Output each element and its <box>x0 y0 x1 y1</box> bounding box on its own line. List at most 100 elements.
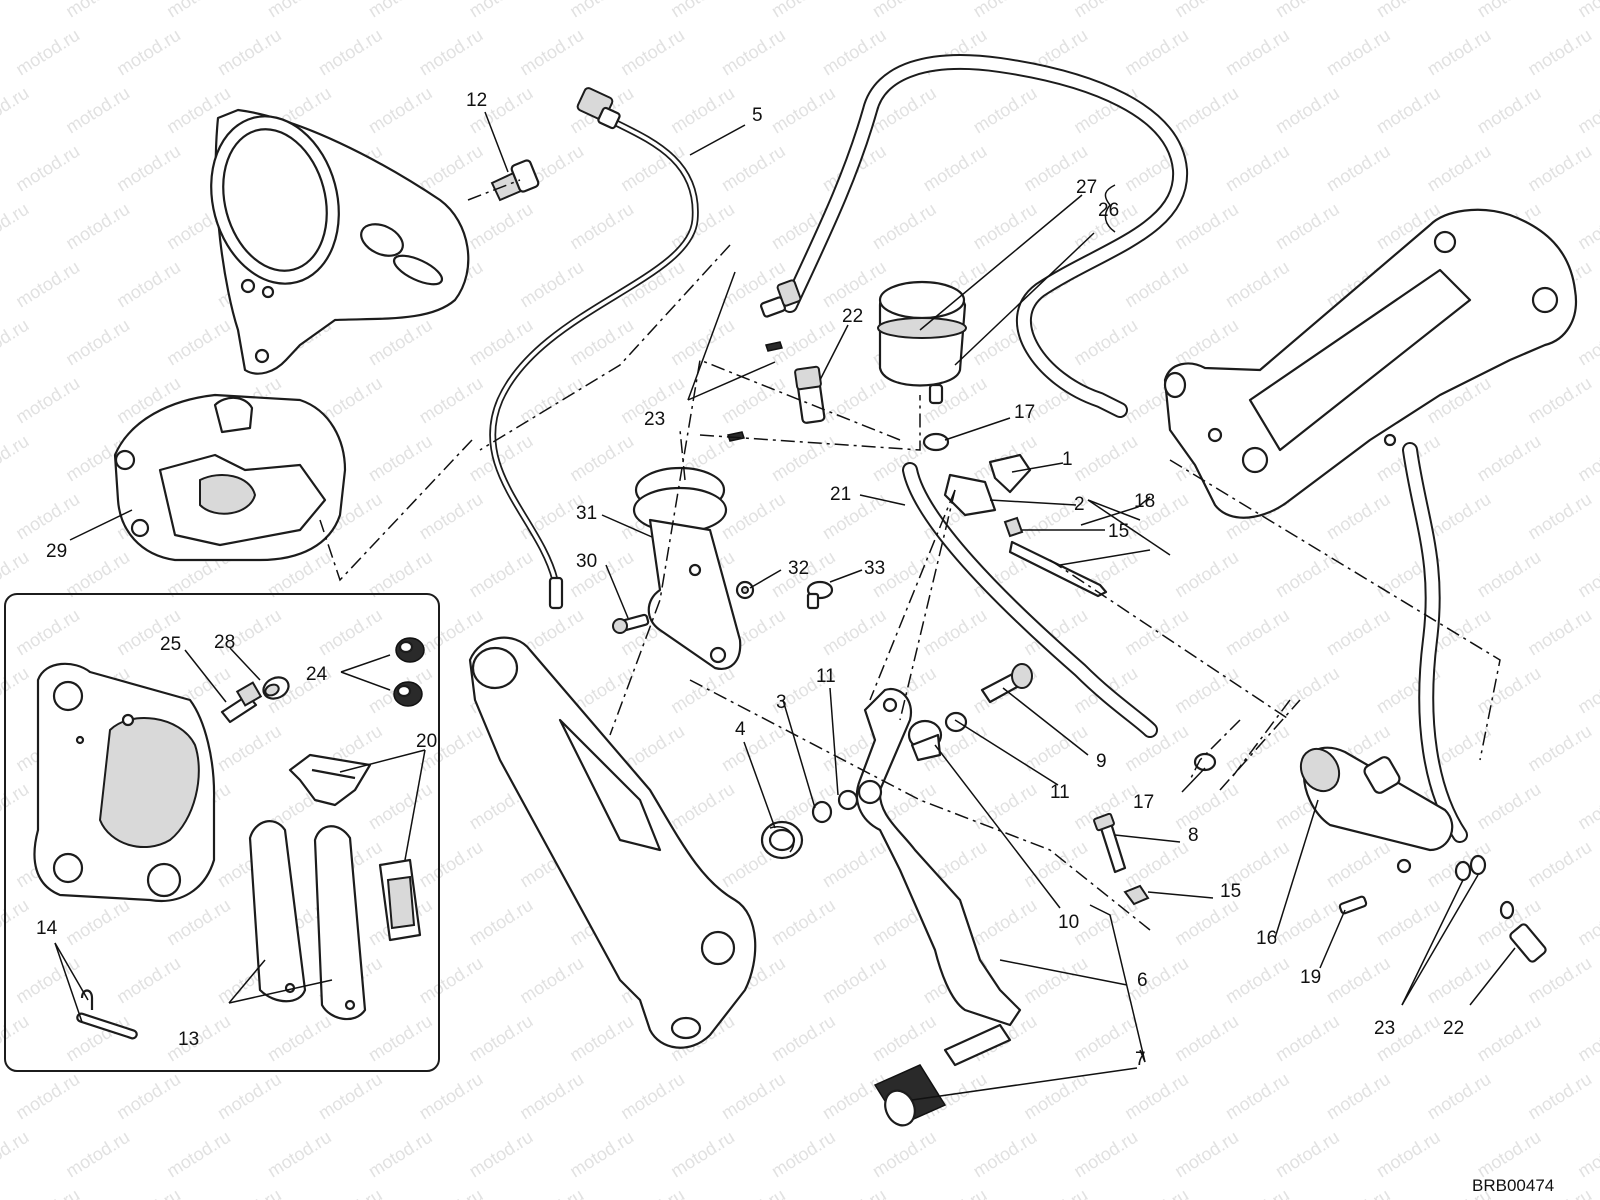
watermark-text: motod.ru <box>12 257 83 312</box>
watermark-text: motod.ru <box>1020 1069 1091 1124</box>
callout-11-mid: 11 <box>1050 782 1070 803</box>
callout-15-bottom: 15 <box>1220 881 1241 902</box>
watermark-text: motod.ru <box>12 489 83 544</box>
callout-23-bottom: 23 <box>1374 1018 1395 1039</box>
watermark-text: motod.ru <box>113 953 184 1008</box>
watermark-text: motod.ru <box>163 1127 234 1182</box>
callout-11-top: 11 <box>816 666 836 687</box>
washer-32 <box>735 580 755 600</box>
callout-4: 4 <box>735 719 746 740</box>
watermark-text: motod.ru <box>12 1185 83 1200</box>
watermark-text: motod.ru <box>1222 1185 1293 1200</box>
watermark-text: motod.ru <box>667 199 738 254</box>
callout-12: 12 <box>466 90 487 111</box>
watermark-text: motod.ru <box>1474 1127 1545 1182</box>
watermark-text: motod.ru <box>667 1127 738 1182</box>
callout-32: 32 <box>788 558 809 579</box>
watermark-text: motod.ru <box>12 141 83 196</box>
reservoir-bracket-31 <box>632 466 742 670</box>
watermark-text: motod.ru <box>1121 1069 1192 1124</box>
watermark-text: motod.ru <box>416 373 487 428</box>
watermark-text: motod.ru <box>1524 25 1595 80</box>
watermark-text: motod.ru <box>0 199 32 254</box>
watermark-text: motod.ru <box>315 1185 386 1200</box>
watermark-text: motod.ru <box>617 25 688 80</box>
watermark-text: motod.ru <box>718 489 789 544</box>
watermark-text: motod.ru <box>1424 1069 1495 1124</box>
watermark-text: motod.ru <box>1323 489 1394 544</box>
nut-15-top <box>1003 516 1024 538</box>
watermark-text: motod.ru <box>365 315 436 370</box>
fitting-22-bottom <box>1509 923 1547 963</box>
watermark-text: motod.ru <box>1121 953 1192 1008</box>
watermark-text: motod.ru <box>214 1069 285 1124</box>
watermark-text: motod.ru <box>667 0 738 21</box>
watermark-text: motod.ru <box>315 1069 386 1124</box>
watermark-text: motod.ru <box>1574 1011 1600 1066</box>
pin-9 <box>980 663 1033 704</box>
watermark-text: motod.ru <box>416 837 487 892</box>
watermark-text: motod.ru <box>416 953 487 1008</box>
watermark-text: motod.ru <box>1574 1127 1600 1182</box>
watermark-text: motod.ru <box>1272 547 1343 602</box>
watermark-text: motod.ru <box>315 605 386 660</box>
watermark-text: motod.ru <box>1574 547 1600 602</box>
watermark-text: motod.ru <box>1323 25 1394 80</box>
watermark-text: motod.ru <box>214 25 285 80</box>
callout-8: 8 <box>1188 825 1199 846</box>
spring-clip-20 <box>288 753 422 942</box>
watermark-text: motod.ru <box>1272 83 1343 138</box>
watermark-text: motod.ru <box>1272 199 1343 254</box>
rear-bracket-right <box>1163 208 1578 519</box>
watermark-text: motod.ru <box>365 83 436 138</box>
callout-10: 10 <box>1058 912 1079 933</box>
watermark-text: motod.ru <box>1070 1127 1141 1182</box>
watermark-text: motod.ru <box>819 953 890 1008</box>
callout-9: 9 <box>1096 751 1107 772</box>
watermark-text: motod.ru <box>768 1011 839 1066</box>
watermark-text: motod.ru <box>1171 199 1242 254</box>
watermark-text: motod.ru <box>466 547 537 602</box>
screw-30 <box>612 613 650 634</box>
watermark-text: motod.ru <box>466 199 537 254</box>
callout-20: 20 <box>416 731 437 752</box>
watermark-text: motod.ru <box>1574 663 1600 718</box>
callout-2: 2 <box>1074 494 1085 515</box>
watermark-text: motod.ru <box>365 1011 436 1066</box>
watermark-text: motod.ru <box>1070 1011 1141 1066</box>
brake-lever-6 <box>855 687 1022 1027</box>
watermark-text: motod.ru <box>466 0 537 21</box>
watermark-text: motod.ru <box>62 315 133 370</box>
watermark-text: motod.ru <box>365 431 436 486</box>
watermark-text: motod.ru <box>516 25 587 80</box>
callout-22-top: 22 <box>842 306 863 327</box>
watermark-text: motod.ru <box>1272 1127 1343 1182</box>
inset-caliper <box>33 662 216 903</box>
watermark-text: motod.ru <box>416 25 487 80</box>
screw-33 <box>806 580 834 610</box>
bleed-screw-25 <box>220 681 263 724</box>
leader-lines <box>54 111 1516 1101</box>
watermark-text: motod.ru <box>718 1069 789 1124</box>
watermark-text: motod.ru <box>315 25 386 80</box>
watermark-text: motod.ru <box>1323 953 1394 1008</box>
watermark-text: motod.ru <box>12 1069 83 1124</box>
watermark-text: motod.ru <box>1171 1011 1242 1066</box>
watermark-text: motod.ru <box>819 605 890 660</box>
watermark-text: motod.ru <box>264 0 335 21</box>
watermark-text: motod.ru <box>566 431 637 486</box>
callout-13: 13 <box>178 1029 199 1050</box>
watermark-text: motod.ru <box>416 141 487 196</box>
watermark-text: motod.ru <box>617 1069 688 1124</box>
watermark-text: motod.ru <box>0 0 32 21</box>
watermark-text: motod.ru <box>970 779 1041 834</box>
watermark-text: motod.ru <box>617 1185 688 1200</box>
watermark-text: motod.ru <box>1524 141 1595 196</box>
watermark-text: motod.ru <box>466 895 537 950</box>
reservoir-27 <box>877 280 967 405</box>
watermark-text: motod.ru <box>566 0 637 21</box>
watermark-text: motod.ru <box>0 315 32 370</box>
watermark-text: motod.ru <box>768 83 839 138</box>
watermark-text: motod.ru <box>1524 373 1595 428</box>
